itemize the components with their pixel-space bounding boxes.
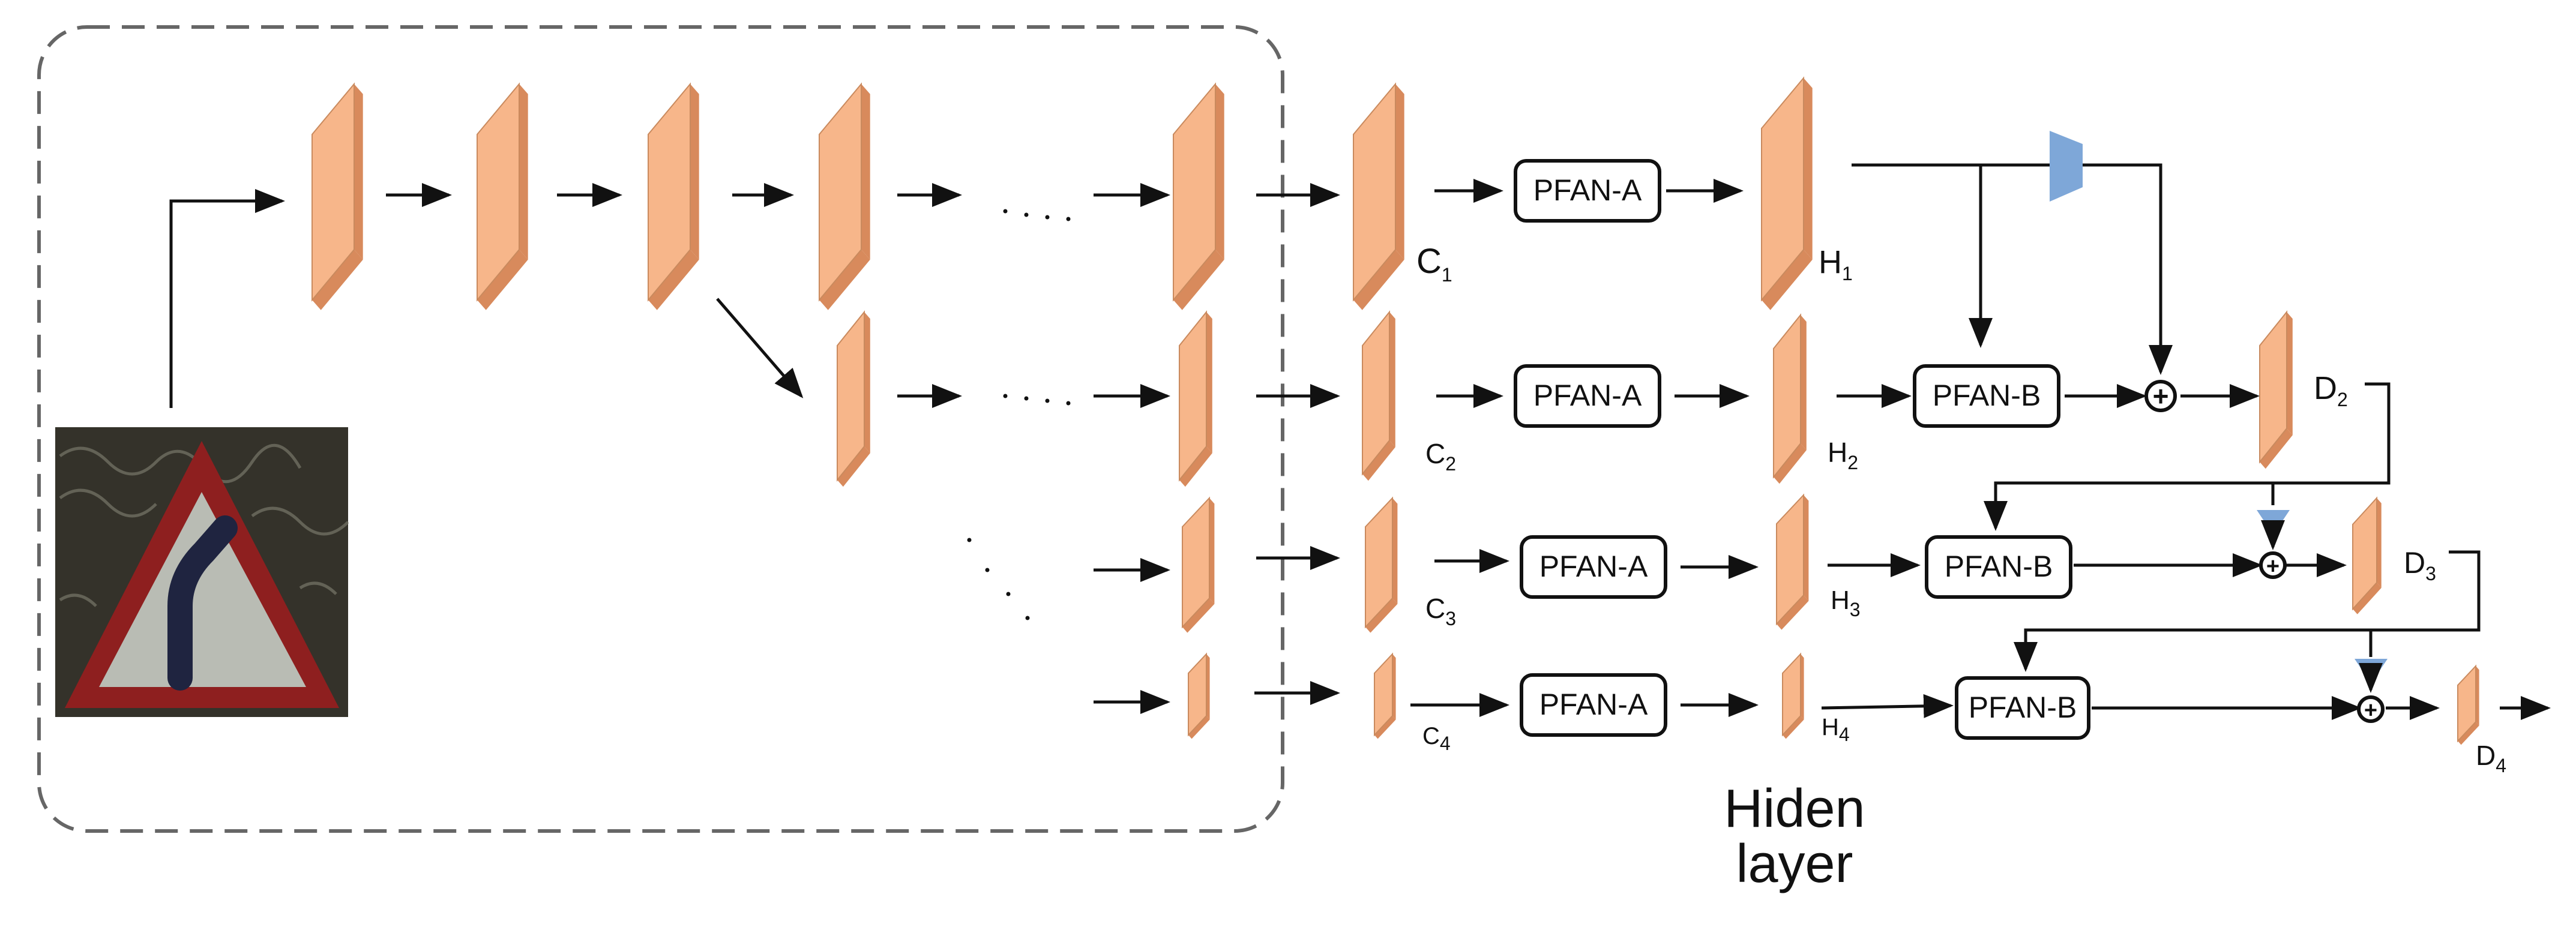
add-icon-row2: + bbox=[2144, 380, 2177, 412]
label-h1: H1 bbox=[1819, 244, 1853, 284]
fmap-c1 bbox=[1353, 82, 1404, 310]
fmap-r1-2 bbox=[477, 82, 528, 310]
pfan-a-box-4: PFAN-A bbox=[1520, 673, 1667, 737]
label-h4: H4 bbox=[1822, 714, 1850, 745]
add-icon-row4: + bbox=[2357, 695, 2385, 723]
svg-text:C1: C1 bbox=[1416, 242, 1452, 286]
row3-arrows bbox=[1094, 546, 2347, 582]
fmap-h2 bbox=[1773, 313, 1807, 484]
label-d4: D4 bbox=[2476, 740, 2506, 776]
hidden-layer-caption-line1: Hiden bbox=[1724, 779, 1865, 839]
pfan-a-box-2: PFAN-A bbox=[1514, 364, 1661, 428]
label-c2: C2 bbox=[1425, 438, 1456, 475]
fmap-r1-4 bbox=[819, 82, 870, 310]
row4-arrows bbox=[1094, 681, 2551, 720]
curve-right-arrow-icon bbox=[167, 515, 238, 691]
fmap-h3 bbox=[1776, 493, 1809, 630]
fmap-r2-1 bbox=[837, 310, 870, 487]
svg-text:C4: C4 bbox=[1422, 723, 1451, 754]
upsample-icon bbox=[2355, 659, 2388, 677]
svg-text:D3: D3 bbox=[2404, 546, 2436, 584]
pfan-b-box-3: PFAN-B bbox=[1925, 535, 2072, 599]
label-d3: D3 bbox=[2404, 546, 2436, 584]
svg-text:PFAN-A: PFAN-A bbox=[1539, 550, 1648, 583]
svg-text:+: + bbox=[2153, 380, 2169, 412]
svg-text:PFAN-A: PFAN-A bbox=[1533, 379, 1642, 412]
fmap-h1 bbox=[1761, 76, 1813, 310]
fmap-r1-5 bbox=[1173, 82, 1224, 310]
label-h2: H2 bbox=[1828, 437, 1858, 473]
d2-to-row3 bbox=[1984, 382, 2391, 531]
label-c4: C4 bbox=[1422, 723, 1451, 754]
upsample-icon bbox=[2257, 510, 2290, 528]
label-c3: C3 bbox=[1425, 593, 1456, 629]
row1-ellipsis bbox=[1003, 209, 1071, 221]
pfan-a-box-3: PFAN-A bbox=[1520, 535, 1667, 599]
svg-text:PFAN-A: PFAN-A bbox=[1539, 688, 1648, 721]
svg-text:PFAN-B: PFAN-B bbox=[1969, 691, 2077, 724]
pfan-b-box-2: PFAN-B bbox=[1913, 364, 2060, 428]
fmap-r4-1 bbox=[1188, 652, 1210, 739]
fmap-r1-3 bbox=[648, 82, 699, 310]
row2-ellipsis bbox=[1003, 394, 1071, 406]
svg-text:D2: D2 bbox=[2314, 370, 2348, 410]
upsample-icon bbox=[2050, 131, 2083, 202]
svg-text:C2: C2 bbox=[1425, 438, 1456, 475]
row3-ellipsis bbox=[967, 538, 1030, 620]
label-h3: H3 bbox=[1831, 586, 1861, 620]
d3-to-row4 bbox=[2014, 550, 2481, 672]
pfan-a-box-1: PFAN-A bbox=[1514, 159, 1661, 223]
fmap-h4 bbox=[1782, 652, 1804, 739]
svg-text:PFAN-B: PFAN-B bbox=[1945, 550, 2053, 583]
row1-arrows bbox=[386, 179, 1744, 207]
add-icon-row3: + bbox=[2259, 551, 2287, 579]
fmap-r2-2 bbox=[1179, 310, 1212, 487]
fmap-d4 bbox=[2457, 664, 2479, 745]
fmap-d3 bbox=[2352, 496, 2382, 614]
svg-text:PFAN-B: PFAN-B bbox=[1933, 379, 2041, 412]
svg-text:+: + bbox=[2364, 698, 2377, 723]
svg-text:H3: H3 bbox=[1831, 586, 1861, 620]
label-d2: D2 bbox=[2314, 370, 2348, 410]
svg-text:+: + bbox=[2266, 554, 2280, 579]
svg-text:PFAN-A: PFAN-A bbox=[1533, 173, 1642, 207]
fmap-r1-1 bbox=[311, 82, 363, 310]
fmap-d2 bbox=[2259, 310, 2293, 469]
svg-text:H4: H4 bbox=[1822, 714, 1850, 745]
label-c1: C1 bbox=[1416, 242, 1452, 286]
hidden-layer-caption-line2: layer bbox=[1736, 834, 1853, 894]
svg-text:D4: D4 bbox=[2476, 740, 2506, 776]
svg-text:H1: H1 bbox=[1819, 244, 1853, 284]
backbone-region bbox=[37, 25, 1284, 833]
svg-text:C3: C3 bbox=[1425, 593, 1456, 629]
svg-text:H2: H2 bbox=[1828, 437, 1858, 473]
input-image bbox=[55, 427, 349, 717]
feature-maps bbox=[311, 76, 2479, 745]
fmap-c3 bbox=[1365, 496, 1398, 633]
fmap-c2 bbox=[1362, 310, 1395, 481]
fmap-r3-1 bbox=[1182, 496, 1215, 633]
pfan-b-box-4: PFAN-B bbox=[1955, 676, 2090, 740]
fmap-c4 bbox=[1374, 652, 1396, 739]
h1-skip-connections bbox=[1852, 163, 2173, 375]
